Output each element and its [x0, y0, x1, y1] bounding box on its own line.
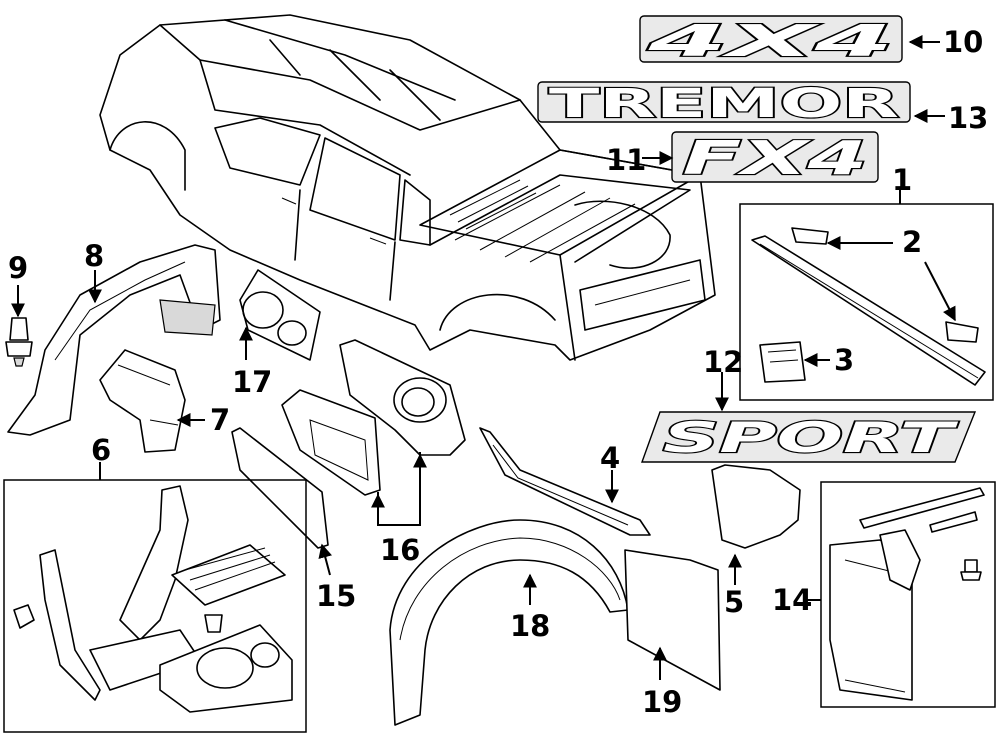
- badge-tremor-text: TREMOR: [549, 81, 899, 127]
- callout-8: 8: [84, 239, 104, 273]
- fuel-filler-housing: [281, 339, 466, 496]
- callout-1: 1: [892, 163, 912, 197]
- mud-flap-bracket: [711, 464, 801, 549]
- badge-fx4: FX4: [671, 130, 879, 186]
- badge-sport: SPORT: [641, 411, 977, 463]
- callout-12: 12: [703, 345, 743, 379]
- callout-6: 6: [91, 433, 111, 467]
- part-1-box: [739, 203, 994, 401]
- badge-tremor: TREMOR: [537, 80, 911, 128]
- callout-14: 14: [772, 583, 812, 617]
- callout-9: 9: [8, 251, 28, 285]
- part-6-box: [3, 479, 307, 733]
- callout-15: 15: [316, 579, 356, 613]
- callout-7: 7: [210, 403, 230, 437]
- callout-17: 17: [232, 365, 272, 399]
- callout-11: 11: [606, 143, 646, 177]
- wheel-house-liner: [389, 519, 629, 726]
- callout-5: 5: [724, 585, 744, 619]
- fuel-door-housing: [239, 269, 321, 361]
- callout-3: 3: [834, 343, 854, 377]
- splash-shield: [624, 549, 721, 691]
- front-fender-liner: [7, 244, 221, 436]
- push-pin-clip: [5, 317, 33, 367]
- badge-fx4-text: FX4: [683, 131, 868, 185]
- mounting-bracket: [99, 349, 186, 453]
- callout-13: 13: [948, 101, 988, 135]
- badge-sport-text: SPORT: [663, 413, 959, 462]
- part-14-box: [820, 481, 996, 708]
- callout-10: 10: [943, 25, 983, 59]
- bed-rail-cap: [751, 227, 986, 386]
- callout-16: 16: [380, 533, 420, 567]
- trim-rail: [479, 427, 651, 536]
- callout-19: 19: [642, 685, 682, 719]
- stake-pocket-cover: [759, 341, 806, 383]
- badge-4x4-text: 4X4: [646, 16, 894, 67]
- callout-2: 2: [902, 225, 922, 259]
- callout-4: 4: [600, 441, 620, 475]
- callout-18: 18: [510, 609, 550, 643]
- badge-4x4: 4X4: [639, 15, 903, 68]
- mud-flap-kit: [829, 487, 985, 701]
- running-board-step: [13, 485, 293, 713]
